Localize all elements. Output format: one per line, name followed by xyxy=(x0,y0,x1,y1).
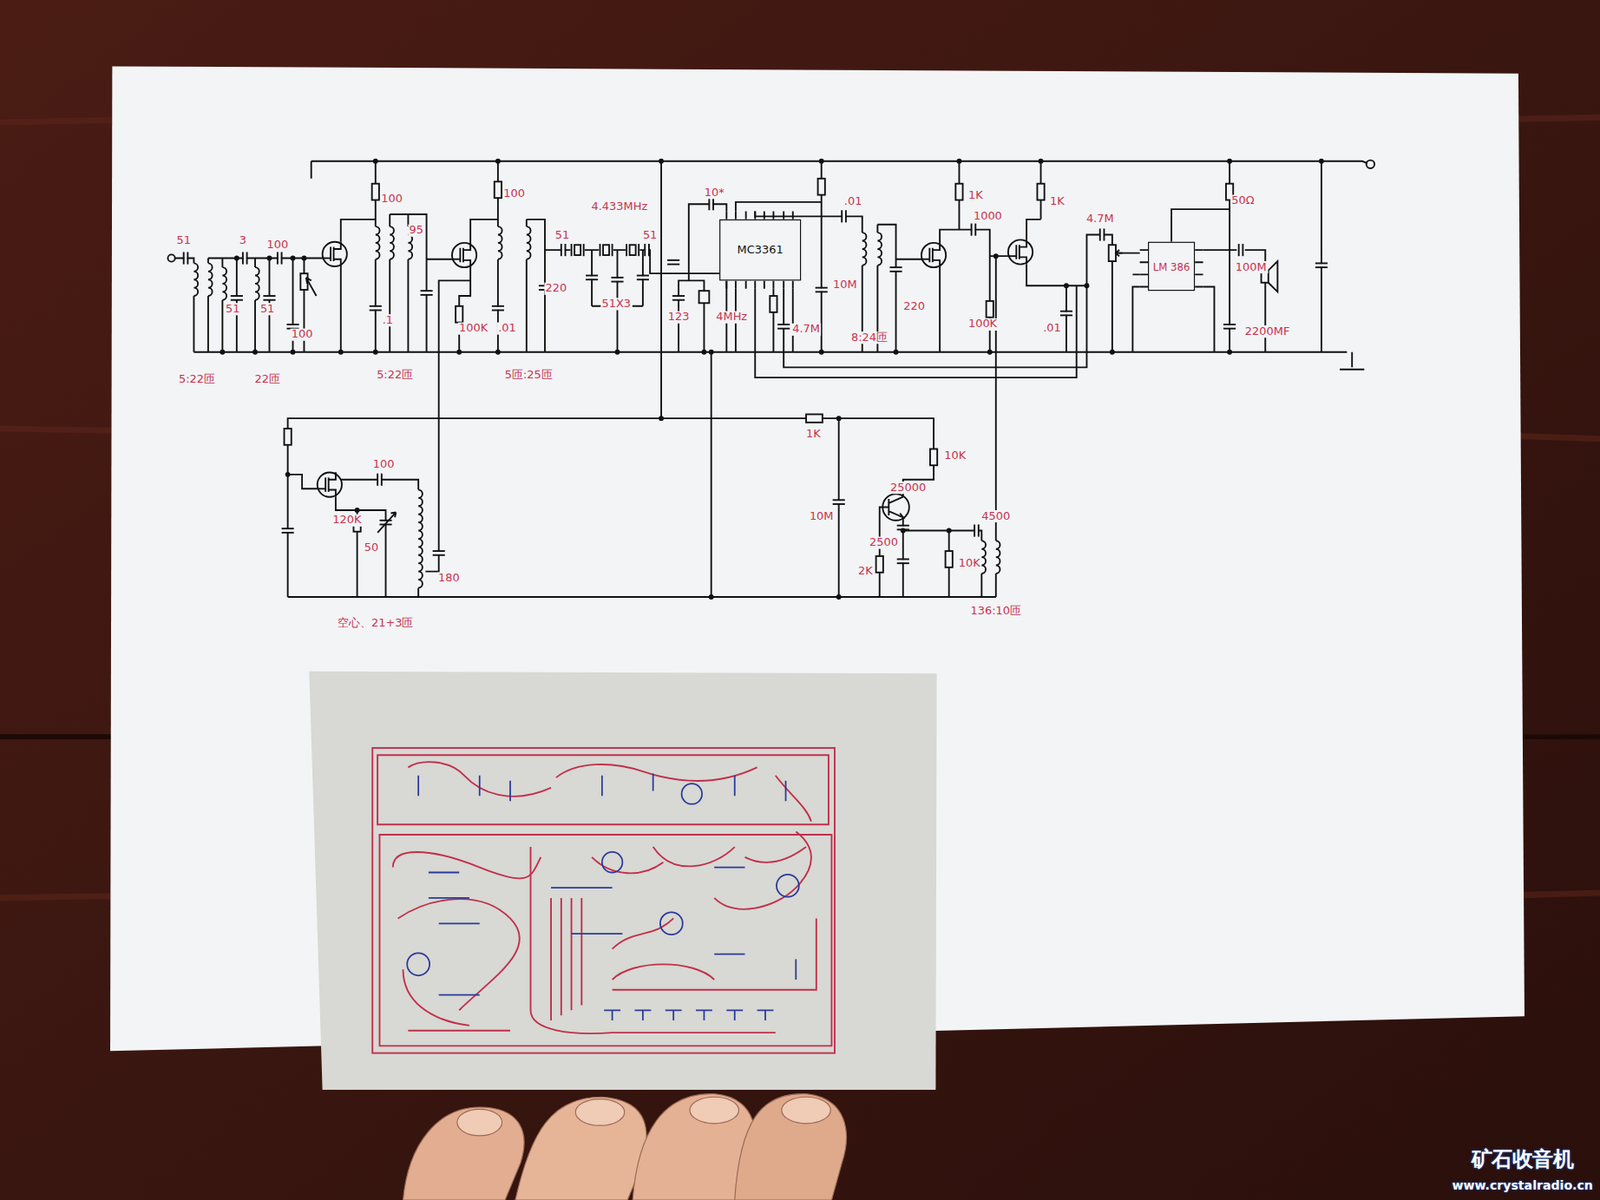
ic-chip: MC3361 xyxy=(719,219,801,282)
component-value: 51 xyxy=(554,229,571,243)
component-value: 1K xyxy=(805,428,822,441)
component-value: 10M xyxy=(808,510,835,523)
component-value: 8:24匝 xyxy=(850,331,889,344)
component-value: 123 xyxy=(667,311,691,324)
component-value: 51 xyxy=(224,302,242,315)
component-value: .01 xyxy=(1042,322,1063,335)
component-value: 2200MF xyxy=(1244,325,1292,338)
component-value: 51 xyxy=(259,302,276,315)
component-value: 100K xyxy=(458,322,490,335)
component-value: 51 xyxy=(175,234,192,247)
component-value: 100 xyxy=(372,458,396,471)
component-value: 100 xyxy=(502,187,526,200)
component-value: 2500 xyxy=(868,537,899,550)
component-value: 1000 xyxy=(972,209,1004,223)
component-value: 51X3 xyxy=(600,297,632,310)
component-value: 100 xyxy=(290,328,315,341)
component-value: 50Ω xyxy=(1230,195,1256,208)
chip-name: MC3361 xyxy=(737,243,784,256)
chip-name: LM 386 xyxy=(1153,260,1191,272)
hand xyxy=(403,1094,847,1200)
component-value: 180 xyxy=(437,572,461,585)
watermark: www.crystalradio.cn xyxy=(1450,1179,1594,1194)
component-value: .01 xyxy=(497,322,518,335)
component-value: 4MHz xyxy=(714,311,748,324)
component-value: 空心、21+3匝 xyxy=(336,616,415,630)
component-value: 4.7M xyxy=(791,323,821,336)
component-value: 100 xyxy=(380,192,404,205)
component-value: 3 xyxy=(238,234,249,247)
component-value: 95 xyxy=(407,224,425,237)
component-value: 22匝 xyxy=(253,373,282,386)
component-value: 10M xyxy=(832,278,859,291)
component-value: 1K xyxy=(967,190,984,203)
component-value: .01 xyxy=(843,196,864,209)
circuit-wires xyxy=(167,160,1375,597)
component-value: 4500 xyxy=(980,510,1011,523)
component-value: 120K xyxy=(331,514,363,527)
component-value: .1 xyxy=(381,314,395,327)
watermark: 矿石收音机 xyxy=(1470,1147,1575,1171)
component-value: 2K xyxy=(857,564,874,578)
component-value: 10K xyxy=(943,450,967,463)
component-value: 100M xyxy=(1234,261,1268,274)
ic-chip: LM 386 xyxy=(1147,242,1195,291)
component-value: 5:22匝 xyxy=(177,373,217,386)
component-value: 136:10匝 xyxy=(969,604,1023,617)
component-value: 1K xyxy=(1049,196,1066,209)
component-value: 100 xyxy=(265,238,289,251)
component-value: 10K xyxy=(957,557,982,570)
component-value: 4.433MHz xyxy=(590,201,649,214)
component-value: 100K xyxy=(967,318,999,331)
pcb-sketch xyxy=(308,671,937,1090)
component-value: 220 xyxy=(902,301,926,314)
component-value: 5:22匝 xyxy=(375,369,414,382)
component-value: 25000 xyxy=(889,481,928,494)
component-value: 220 xyxy=(544,282,568,296)
component-value: 5匝:25匝 xyxy=(504,369,554,382)
component-value: 4.7M xyxy=(1085,213,1115,226)
component-value: 50 xyxy=(363,541,381,554)
component-value: 10* xyxy=(703,186,726,199)
component-value: 51 xyxy=(642,229,659,243)
junction-dots xyxy=(219,158,1324,600)
